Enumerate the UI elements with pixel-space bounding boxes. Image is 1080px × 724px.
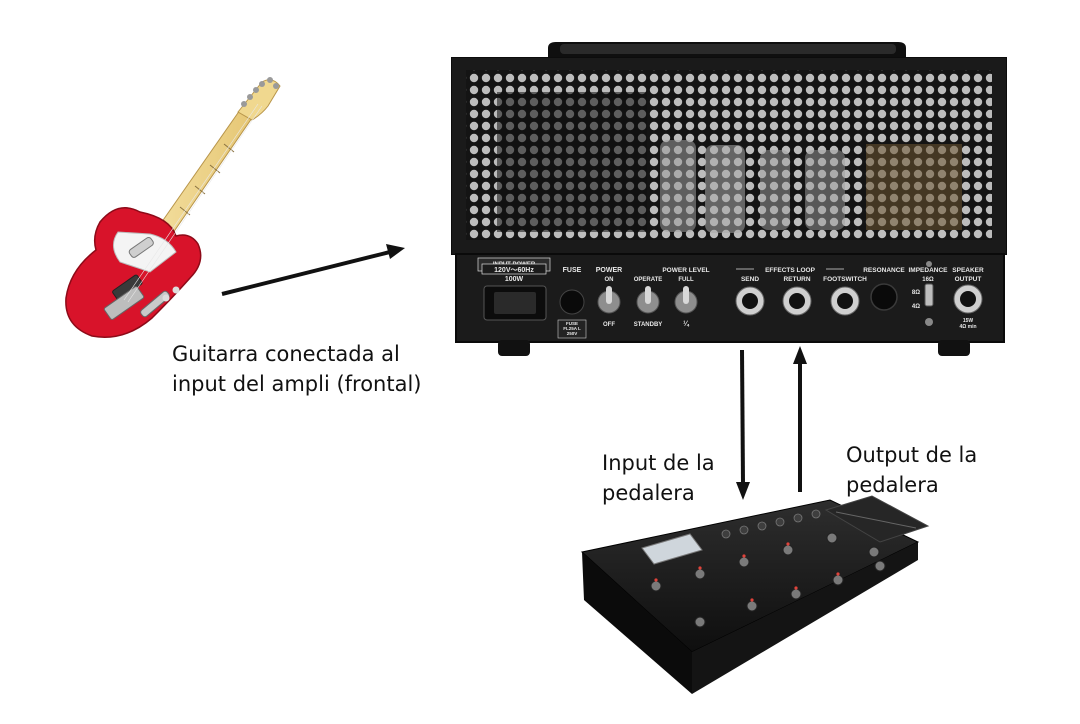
label-ohm8: 8Ω bbox=[912, 290, 920, 296]
label-speaker-rating: 15W bbox=[963, 318, 974, 324]
return-jack bbox=[782, 286, 812, 316]
label-power-level: POWER LEVEL bbox=[662, 267, 709, 274]
arrow-send-to-pedal-input bbox=[736, 349, 750, 500]
label-ohm16: 16Ω bbox=[922, 277, 934, 283]
label-resonance: RESONANCE bbox=[863, 267, 905, 274]
label-full: FULL bbox=[678, 277, 694, 283]
label-standby: STANDBY bbox=[634, 322, 663, 328]
pedal-input-label: Input de la pedalera bbox=[602, 451, 715, 505]
label-operate: OPERATE bbox=[634, 277, 663, 283]
label-output: OUTPUT bbox=[955, 276, 982, 283]
amplifier-head-image: INPUT POWER 120V～60Hz 100W FUSE FUSE FL2… bbox=[451, 42, 1007, 356]
label-ohm4: 4Ω bbox=[912, 304, 920, 310]
multi-effects-pedalboard-image bbox=[580, 495, 930, 694]
electric-guitar-image bbox=[65, 77, 281, 338]
label-return: RETURN bbox=[783, 276, 810, 283]
label-send: SEND bbox=[741, 276, 759, 283]
label-footswitch: FOOTSWITCH bbox=[823, 276, 867, 283]
label-quarter: ¼ bbox=[683, 320, 690, 328]
label-impedance: IMPEDANCE bbox=[908, 267, 948, 274]
label-voltage: 120V～60Hz bbox=[494, 267, 534, 274]
label-on: ON bbox=[605, 277, 614, 283]
guitar-caption: Guitarra conectada al input del ampli (f… bbox=[172, 342, 422, 396]
label-fuse: FUSE bbox=[563, 267, 582, 274]
label-fuse-rating-3: 250V bbox=[567, 331, 578, 336]
pedal-output-label: Output de la pedalera bbox=[846, 443, 978, 497]
label-speaker-rating-2: 4Ω min bbox=[959, 324, 976, 330]
label-off: OFF bbox=[603, 322, 615, 328]
label-power: POWER bbox=[596, 267, 622, 274]
arrow-pedal-output-to-return bbox=[793, 346, 807, 492]
label-speaker: SPEAKER bbox=[952, 267, 984, 274]
send-jack bbox=[735, 286, 765, 316]
label-fuse-rating-2: FL25A L bbox=[563, 326, 581, 331]
label-wattage: 100W bbox=[505, 276, 524, 283]
label-effects-loop: EFFECTS LOOP bbox=[765, 267, 816, 274]
arrow-guitar-to-amp bbox=[221, 244, 405, 296]
label-fuse-rating: FUSE bbox=[566, 321, 578, 326]
